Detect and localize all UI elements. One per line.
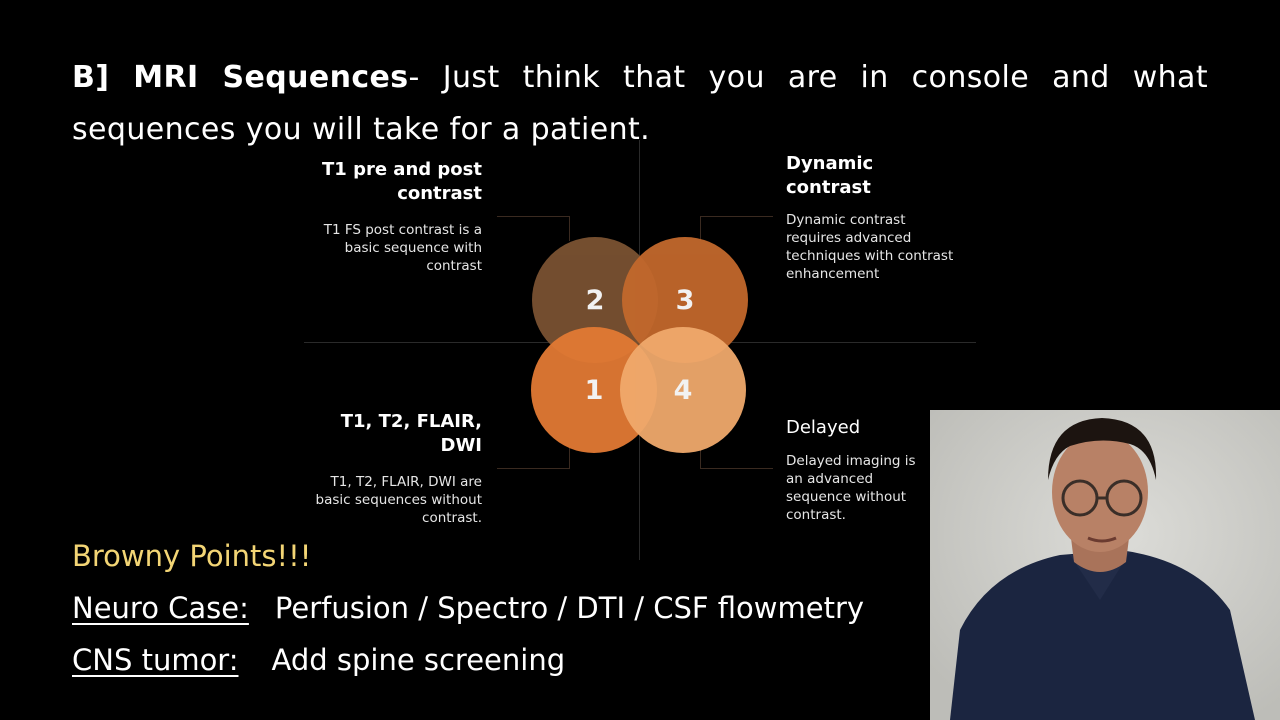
tr-desc: Dynamic contrast requires advanced techn… [786,212,954,282]
tl-desc: T1 FS post contrast is a basic sequence … [323,222,482,274]
cns-tumor-label: CNS tumor: [72,643,239,677]
circle-4-label: 4 [673,374,693,406]
bl-desc: T1, T2, FLAIR, DWI are basic sequences w… [315,474,482,526]
cns-tumor-value: Add spine screening [271,643,566,677]
tr-title: Dynamic contrast [786,153,874,198]
presenter-video [930,410,1280,720]
bl-title: T1, T2, FLAIR, DWI [340,411,482,456]
browny-points: Browny Points!!! [72,539,312,573]
circle-2-label: 2 [585,284,605,316]
leader-top-left [497,216,570,241]
heading-rest: - Just think that you are in console and… [72,60,1208,147]
circle-4: 4 [620,327,746,453]
leader-bottom-right [700,448,773,469]
circle-3-label: 3 [675,284,695,316]
circle-1-label: 1 [584,374,604,406]
tl-title: T1 pre and post contrast [322,159,482,204]
neuro-case-label: Neuro Case: [72,591,249,625]
leader-top-right [700,216,773,241]
neuro-case-row: Neuro Case: Perfusion / Spectro / DTI / C… [72,586,864,630]
leader-bottom-left [497,448,570,469]
slide-heading: B] MRI Sequences- Just think that you ar… [72,52,1208,156]
heading-bold: B] MRI Sequences [72,60,409,95]
neuro-case-value: Perfusion / Spectro / DTI / CSF flowmetr… [274,591,865,625]
br-desc: Delayed imaging is an advanced sequence … [786,453,916,523]
br-title: Delayed [786,417,861,438]
cns-tumor-row: CNS tumor: Add spine screening [72,638,565,682]
